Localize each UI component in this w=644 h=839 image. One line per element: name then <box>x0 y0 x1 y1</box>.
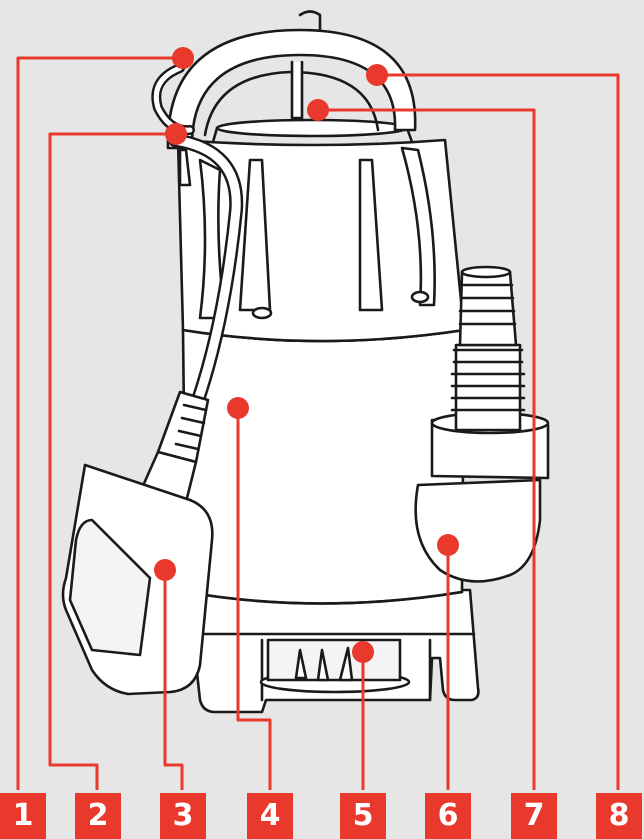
callout-badge-7: 7 <box>511 793 557 839</box>
outlet-elbow <box>414 411 550 583</box>
float-switch <box>61 463 214 696</box>
leader-line-8 <box>377 73 620 790</box>
callout-badge-6: 6 <box>425 793 471 839</box>
callout-badge-5: 5 <box>340 793 386 839</box>
callout-dot-2 <box>165 123 187 145</box>
callout-dot-6 <box>437 534 459 556</box>
callout-dot-5 <box>352 641 374 663</box>
motor-body <box>181 328 466 605</box>
leader-line-4 <box>236 408 272 790</box>
callout-dot-8 <box>366 64 388 86</box>
leader-line-3 <box>163 570 184 790</box>
callout-dot-1 <box>172 47 194 69</box>
hose-barb <box>450 265 526 432</box>
leader-line-1 <box>16 56 183 790</box>
leader-line-7 <box>318 108 536 790</box>
callout-dot-7 <box>307 99 329 121</box>
upper-housing <box>176 118 466 343</box>
callout-dot-4 <box>227 397 249 419</box>
callout-badge-8: 8 <box>596 793 642 839</box>
carry-handle <box>166 10 417 150</box>
leader-lines <box>16 56 620 790</box>
callout-badge-1: 1 <box>0 793 46 839</box>
callout-dot-3 <box>154 559 176 581</box>
callout-badge-2: 2 <box>75 793 121 839</box>
impeller-inlet <box>259 638 411 694</box>
callout-dots <box>154 47 459 663</box>
callout-badge-4: 4 <box>247 793 293 839</box>
callout-badge-3: 3 <box>160 793 206 839</box>
leader-line-2 <box>48 132 176 790</box>
